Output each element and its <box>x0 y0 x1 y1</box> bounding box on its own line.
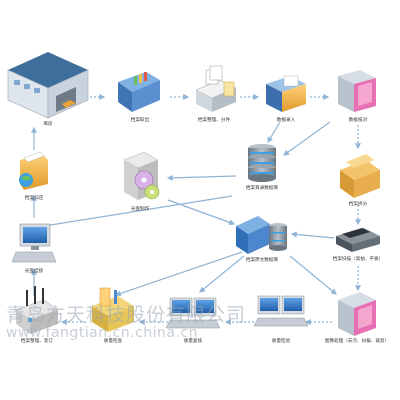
arrow-disc-to-mount <box>36 195 233 230</box>
label-catalog-db: 档案目录数据库 <box>245 186 279 191</box>
image-pages-icon <box>338 292 376 336</box>
label-data-check: 数据核对 <box>348 118 368 123</box>
label-sort: 档案整理、分件 <box>197 118 231 123</box>
arrow-fulltextdb-to-bind <box>114 251 243 297</box>
folder-globe-icon <box>19 151 48 190</box>
binder-tools-icon <box>92 287 134 332</box>
arrow-check-to-catalogdb <box>283 121 331 156</box>
arrow-disc-to-fulltextdb <box>167 199 236 226</box>
label-quality-review: 质量复核 <box>183 339 203 344</box>
arrow-fulltextdb-to-computer <box>199 255 245 293</box>
label-warehouse: 库房 <box>43 122 53 127</box>
book-check-icon <box>338 70 376 112</box>
label-entry: 数据录入 <box>276 118 296 123</box>
label-image-process: 图像处理（去污、纠偏、裁剪） <box>324 339 390 344</box>
label-bind: 档案整理、装订 <box>20 339 54 344</box>
binding-machine-icon <box>15 286 59 334</box>
label-return: 档案归还 <box>24 196 44 201</box>
workstation-icon <box>253 295 309 327</box>
folder-tray-icon <box>340 154 380 198</box>
computer-icon <box>11 223 57 263</box>
watermark-company: 青岛方天科技股份有限公司 <box>6 304 247 326</box>
file-drawer-icon <box>118 72 160 112</box>
file-stack-icon <box>195 65 237 112</box>
label-mount: 光盘挂接 <box>24 269 44 274</box>
open-folder-icon <box>266 75 306 112</box>
database-icon <box>248 144 276 182</box>
label-scan: 档案扫描（高拍、平板） <box>332 257 384 262</box>
watermark-url: www.fangtian.cn.china.cn <box>6 325 199 341</box>
arrow-scan-to-fulltextdb <box>290 231 335 239</box>
arrow-layer <box>31 94 361 325</box>
arrow-fulltextdb-to-image <box>289 255 337 295</box>
label-quality-check: 质量检查 <box>103 339 123 344</box>
arrow-catalogdb-to-disc <box>166 174 237 181</box>
disc-burner-icon <box>123 151 160 200</box>
workstation-icon <box>165 297 221 329</box>
label-fulltext-db: 档案原文数据库 <box>245 258 279 263</box>
label-disc-make: 光盘制作 <box>130 207 150 212</box>
folder-database-icon <box>236 216 287 254</box>
arrow-entry-to-catalogdb <box>267 121 281 144</box>
label-qc-inspect: 质量检验 <box>271 339 291 344</box>
scanner-icon <box>336 228 380 252</box>
warehouse-icon <box>7 52 89 119</box>
label-unbind: 档案拆分 <box>348 202 368 207</box>
label-retrieve: 档案取出 <box>130 118 150 123</box>
